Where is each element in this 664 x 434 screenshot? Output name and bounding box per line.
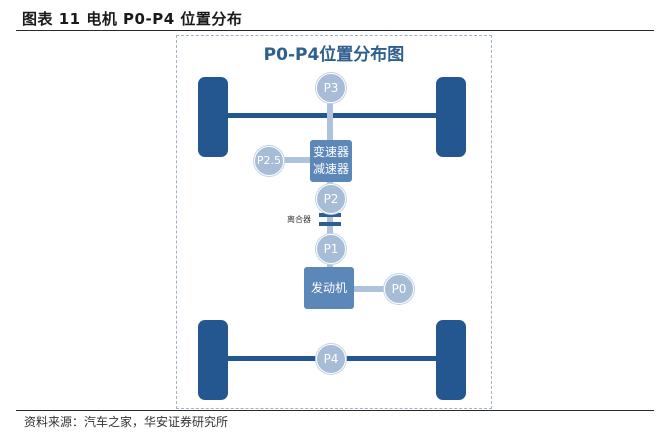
node-p0: P0 <box>384 274 414 304</box>
shaft-engine-p0 <box>354 286 388 292</box>
node-p1: P1 <box>316 234 346 264</box>
node-p2-5: P2.5 <box>254 146 284 176</box>
clutch-plate-bottom <box>319 222 341 226</box>
front-right-wheel <box>436 77 466 157</box>
bottom-rule <box>16 410 654 411</box>
front-left-wheel <box>198 77 228 157</box>
rear-left-wheel <box>198 320 228 400</box>
diagram-title: P0-P4位置分布图 <box>263 45 405 65</box>
figure-title: 图表 11 电机 P0-P4 位置分布 <box>22 10 243 28</box>
reducer-label: 减速器 <box>312 162 349 176</box>
shaft-p3-transmission <box>327 100 333 142</box>
node-p3: P3 <box>316 73 346 103</box>
rear-right-wheel <box>436 320 466 400</box>
node-p2: P2 <box>316 184 346 214</box>
engine-label: 发动机 <box>310 281 347 295</box>
transmission-box: 变速器 减速器 <box>310 140 352 182</box>
transmission-label: 变速器 <box>312 145 349 159</box>
source-note: 资料来源：汽车之家，华安证券研究所 <box>24 415 229 429</box>
shaft-p2-5-transmission <box>280 157 314 163</box>
clutch-plate-top <box>319 213 341 217</box>
engine-box: 发动机 <box>304 267 354 309</box>
diagram-frame <box>176 35 492 409</box>
shaft-p1-engine <box>327 260 333 268</box>
top-rule <box>16 30 654 31</box>
clutch-label: 离合器 <box>287 215 311 224</box>
node-p4: P4 <box>316 344 346 374</box>
